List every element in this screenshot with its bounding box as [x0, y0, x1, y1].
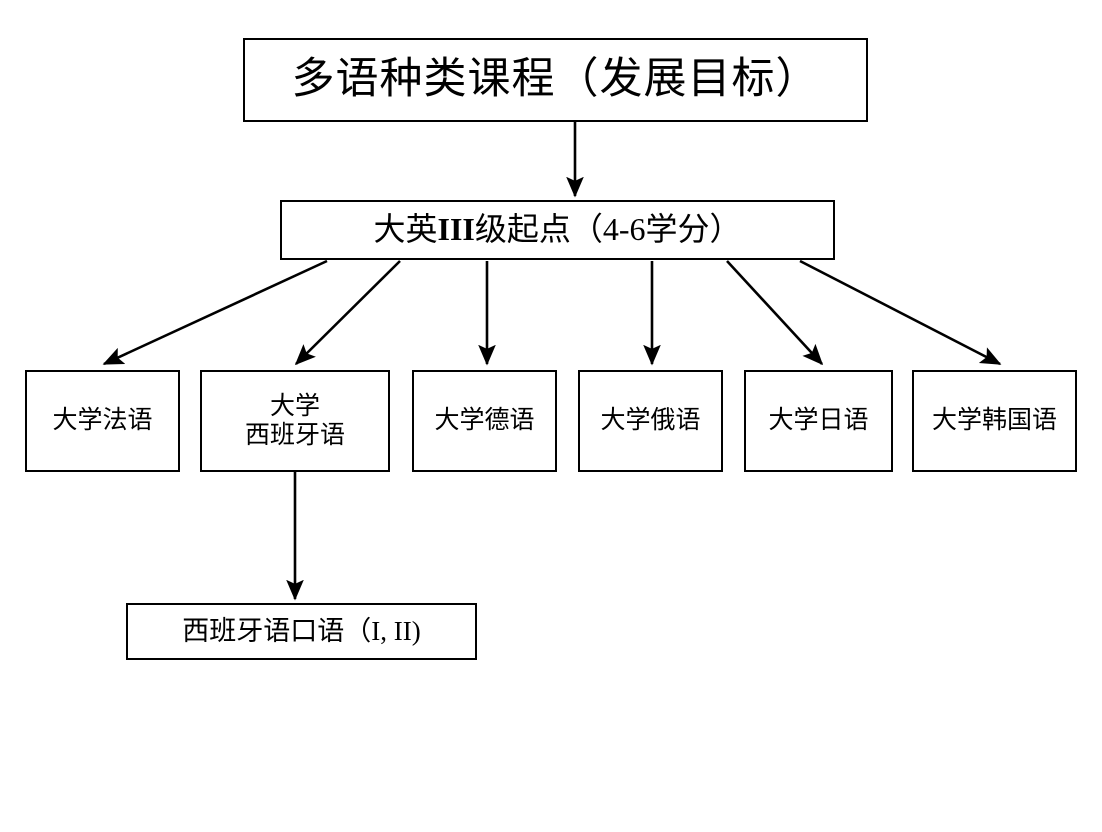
edge-level-to-japanese [726, 260, 824, 366]
level-label-prefix: 大英 [373, 211, 438, 248]
level-label-suffix: 级起点（4-6学分） [474, 211, 742, 248]
node-language-spanish[interactable]: 大学 西班牙语 [200, 370, 390, 472]
node-language-japanese[interactable]: 大学日语 [744, 370, 893, 472]
node-language-french[interactable]: 大学法语 [25, 370, 180, 472]
node-language-russian-label: 大学俄语 [600, 407, 701, 435]
node-language-korean[interactable]: 大学韩国语 [912, 370, 1077, 472]
level-label-roman: III [437, 211, 475, 248]
node-language-german[interactable]: 大学德语 [412, 370, 557, 472]
node-english-level-entry-label: 大英III级起点（4-6学分） [373, 211, 741, 249]
node-english-level-entry[interactable]: 大英III级起点（4-6学分） [280, 200, 835, 260]
node-language-german-label: 大学德语 [434, 407, 535, 435]
node-language-french-label: 大学法语 [52, 407, 153, 435]
node-language-russian[interactable]: 大学俄语 [578, 370, 723, 472]
edge-level-to-spanish [294, 260, 401, 366]
edge-level-to-korean [799, 259, 1002, 366]
edge-level-to-french [102, 259, 328, 366]
node-root-program[interactable]: 多语种类课程（发展目标） [243, 38, 868, 122]
node-language-korean-label: 大学韩国语 [931, 407, 1057, 435]
node-root-program-label: 多语种类课程（发展目标） [291, 55, 820, 103]
node-language-japanese-label: 大学日语 [768, 407, 869, 435]
node-spanish-spoken-course-label: 西班牙语口语（I, II) [182, 615, 421, 646]
node-language-spanish-label: 大学 西班牙语 [244, 392, 345, 450]
node-spanish-spoken-course[interactable]: 西班牙语口语（I, II) [126, 603, 477, 660]
